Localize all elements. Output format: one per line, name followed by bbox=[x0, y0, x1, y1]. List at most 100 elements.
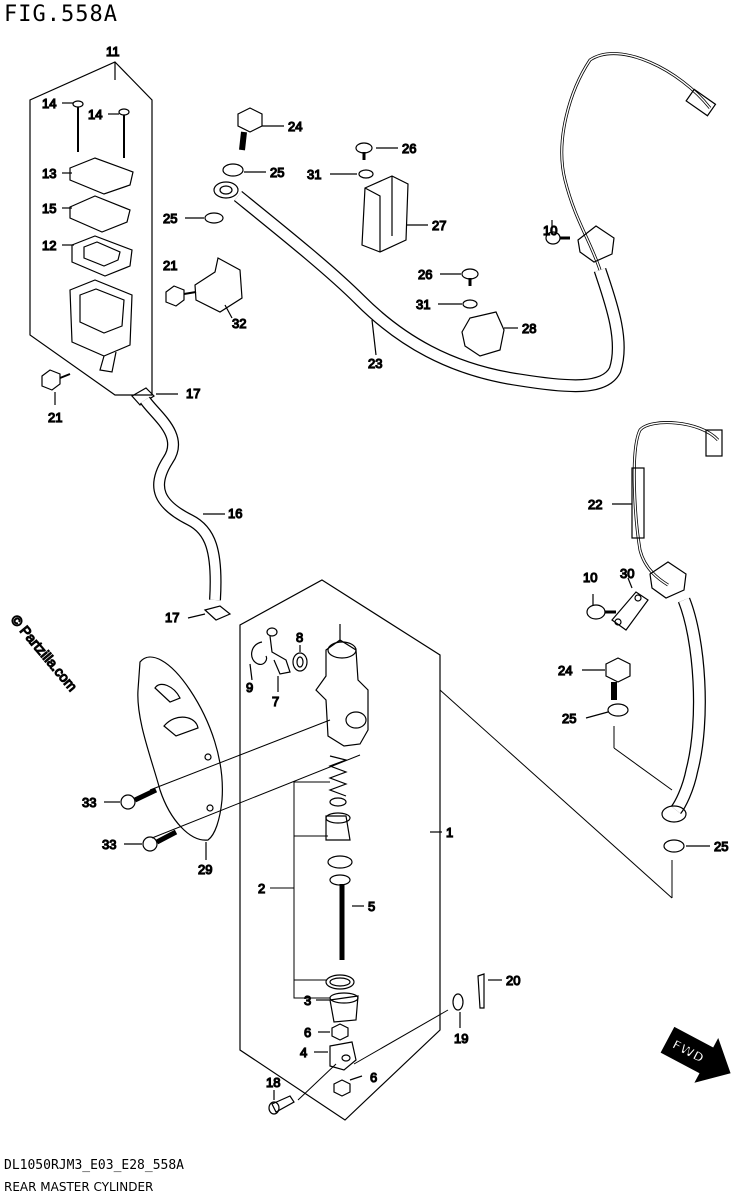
master-cylinder-outline bbox=[239, 579, 441, 1121]
callout-10-a: 10 bbox=[543, 223, 557, 238]
banjo-washer-upper-1: 25 bbox=[222, 163, 285, 181]
callout-33-b: 33 bbox=[102, 837, 116, 852]
callout-13: 13 bbox=[42, 166, 56, 181]
circlip: 9 bbox=[245, 641, 268, 696]
reservoir-screw-14a bbox=[72, 100, 84, 152]
callout-25-c: 25 bbox=[562, 711, 576, 726]
clevis: 4 bbox=[299, 1041, 357, 1071]
banjo-washer-lower-2: 25 bbox=[663, 838, 729, 855]
banjo-washer-upper-2: 25 bbox=[162, 210, 224, 227]
callout-21-a: 21 bbox=[48, 410, 62, 425]
snap-ring bbox=[325, 974, 355, 990]
fwd-arrow: FWD bbox=[660, 1026, 731, 1083]
hose-clamp-bottom bbox=[203, 605, 232, 621]
callout-25-a: 25 bbox=[270, 165, 284, 180]
reservoir-hose bbox=[140, 396, 222, 601]
joint-plate: 30 bbox=[611, 565, 649, 631]
piston-spring bbox=[328, 755, 349, 807]
reservoir-body bbox=[69, 279, 133, 373]
master-cylinder-assembly-group: 1 9 7 8 bbox=[149, 579, 673, 1121]
callout-23: 23 bbox=[368, 356, 382, 371]
piston-cup bbox=[325, 812, 351, 841]
callout-7: 7 bbox=[272, 694, 279, 709]
reservoir-assembly-group: 11 14 14 13 15 12 bbox=[29, 43, 153, 396]
callout-12: 12 bbox=[42, 238, 56, 253]
hose-cover: 27 bbox=[361, 175, 447, 253]
callout-31-b: 31 bbox=[416, 297, 430, 312]
hose-joint-lower bbox=[649, 561, 687, 599]
callout-30: 30 bbox=[620, 566, 634, 581]
upper-brake-hose-group: 23 bbox=[213, 52, 717, 393]
cotter-pin: 20 bbox=[477, 972, 521, 1009]
hose-fitting: 7 bbox=[266, 627, 291, 710]
figure-name: REAR MASTER CYLINDER bbox=[4, 1180, 154, 1194]
lock-nut-lower: 6 bbox=[333, 1069, 378, 1097]
clamp-screw: 26 bbox=[417, 266, 479, 286]
callout-29: 29 bbox=[198, 862, 212, 877]
callout-21-b: 21 bbox=[163, 258, 177, 273]
callout-33-a: 33 bbox=[82, 795, 96, 810]
reservoir-hose-group: 17 16 17 bbox=[131, 385, 243, 626]
cover-screw: 26 bbox=[355, 140, 417, 160]
callout-17-b: 17 bbox=[165, 610, 179, 625]
joint-bolt-upper: 10 bbox=[542, 220, 570, 245]
callout-32: 32 bbox=[232, 316, 246, 331]
callout-24-b: 24 bbox=[558, 663, 572, 678]
clevis-pin: 18 bbox=[265, 1074, 295, 1115]
callout-9: 9 bbox=[246, 680, 253, 695]
lock-nut-upper: 6 bbox=[303, 1023, 349, 1041]
callout-15: 15 bbox=[42, 201, 56, 216]
clevis-washer: 19 bbox=[452, 993, 469, 1047]
banjo-fitting-lower bbox=[661, 805, 687, 823]
callout-27: 27 bbox=[432, 218, 446, 233]
joint-bolt-lower: 10 bbox=[582, 569, 616, 620]
banjo-washer-lower-1: 25 bbox=[561, 703, 629, 727]
callout-2: 2 bbox=[258, 881, 265, 896]
callout-3: 3 bbox=[304, 993, 311, 1008]
reservoir-cap bbox=[69, 157, 134, 195]
callout-14-a: 14 bbox=[42, 96, 56, 111]
callout-19: 19 bbox=[454, 1031, 468, 1046]
callout-16: 16 bbox=[228, 506, 242, 521]
cover-washer: 31 bbox=[306, 166, 374, 183]
guard-bolt-lower: 33 bbox=[101, 829, 178, 853]
callout-17-a: 17 bbox=[186, 386, 200, 401]
piston-seal bbox=[327, 855, 353, 886]
upper-brake-hose bbox=[233, 190, 625, 393]
callout-1: 1 bbox=[446, 825, 453, 840]
figure-code: DL1050RJM3_E03_E28_558A bbox=[4, 1158, 185, 1173]
figure-title: FIG.558A bbox=[4, 2, 118, 27]
callout-24-a: 24 bbox=[288, 119, 302, 134]
callout-26-a: 26 bbox=[402, 141, 416, 156]
callout-14-b: 14 bbox=[88, 107, 102, 122]
callout-26-b: 26 bbox=[418, 267, 432, 282]
push-rod: 5 bbox=[339, 884, 376, 960]
callout-6-b: 6 bbox=[370, 1070, 377, 1085]
callout-20: 20 bbox=[506, 973, 520, 988]
callout-11: 11 bbox=[106, 44, 120, 59]
hose-clamp-bracket: 28 bbox=[461, 311, 537, 357]
clamp-washer: 31 bbox=[415, 296, 478, 313]
reservoir-screw-14b bbox=[118, 108, 130, 158]
callout-25-d: 25 bbox=[714, 839, 728, 854]
hose-joint-upper bbox=[577, 225, 615, 263]
callout-10-b: 10 bbox=[583, 570, 597, 585]
callout-8: 8 bbox=[296, 630, 303, 645]
reservoir-plate bbox=[69, 195, 131, 233]
reservoir-diaphragm bbox=[71, 235, 133, 277]
hose-clamp-top bbox=[131, 387, 155, 406]
lower-brake-hose-group: 22 bbox=[587, 421, 723, 823]
dust-boot: 3 bbox=[303, 992, 359, 1023]
bracket-bolt: 21 bbox=[162, 257, 197, 307]
callout-18: 18 bbox=[266, 1075, 280, 1090]
o-ring-fitting: 8 bbox=[292, 629, 308, 672]
banjo-bolt-upper: 24 bbox=[237, 107, 303, 151]
guard-bolt-upper: 33 bbox=[81, 787, 158, 811]
callout-31-a: 31 bbox=[307, 167, 321, 182]
callout-28: 28 bbox=[522, 321, 536, 336]
callout-6-a: 6 bbox=[304, 1025, 311, 1040]
callout-4: 4 bbox=[300, 1045, 307, 1060]
hose-bracket: 32 bbox=[194, 257, 247, 332]
reservoir-assembly-outline bbox=[29, 61, 153, 396]
